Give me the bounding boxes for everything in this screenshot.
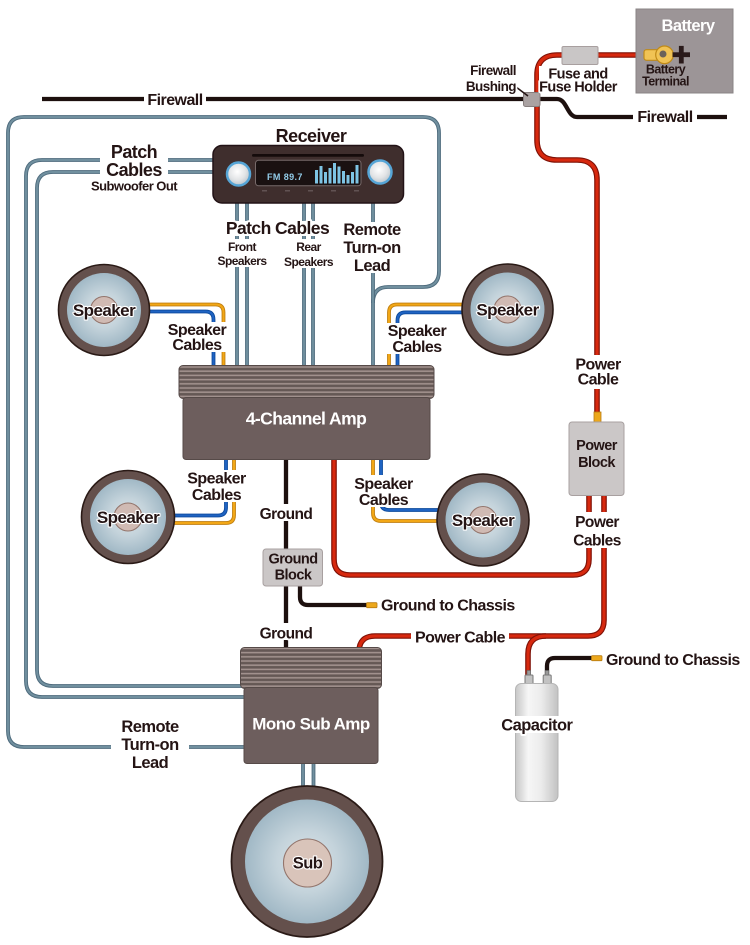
svg-text:Power: Power — [575, 514, 619, 531]
svg-text:Speaker: Speaker — [168, 322, 227, 339]
svg-text:Firewall: Firewall — [147, 92, 202, 109]
svg-text:Speaker: Speaker — [388, 323, 447, 340]
svg-text:Lead: Lead — [354, 257, 390, 275]
svg-text:Turn-on: Turn-on — [343, 239, 401, 257]
svg-text:Ground: Ground — [260, 506, 313, 523]
svg-text:Patch: Patch — [111, 142, 157, 162]
svg-text:Cables: Cables — [192, 487, 242, 504]
svg-text:Fuse Holder: Fuse Holder — [539, 80, 618, 96]
svg-text:Speaker: Speaker — [354, 476, 413, 493]
svg-text:Speakers: Speakers — [284, 255, 334, 269]
svg-text:Block: Block — [275, 568, 313, 584]
svg-text:Block: Block — [578, 455, 616, 471]
svg-text:Firewall: Firewall — [470, 63, 516, 78]
svg-text:Speaker: Speaker — [452, 511, 515, 530]
svg-text:Front: Front — [228, 240, 256, 254]
svg-text:Remote: Remote — [343, 221, 401, 239]
svg-text:Cables: Cables — [172, 337, 222, 354]
svg-text:Power: Power — [576, 438, 618, 454]
svg-text:Ground to Chassis: Ground to Chassis — [606, 652, 740, 669]
svg-text:Turn-on: Turn-on — [121, 736, 179, 754]
svg-text:Battery: Battery — [661, 17, 715, 35]
svg-text:Firewall: Firewall — [637, 109, 692, 126]
svg-text:Cables: Cables — [392, 339, 442, 356]
svg-text:Speaker: Speaker — [187, 471, 246, 488]
svg-text:Lead: Lead — [132, 754, 168, 772]
svg-text:Ground: Ground — [260, 626, 313, 643]
svg-text:Receiver: Receiver — [276, 126, 347, 146]
svg-text:Fuse and: Fuse and — [548, 67, 607, 83]
svg-text:Speaker: Speaker — [476, 301, 539, 320]
svg-text:Cables: Cables — [106, 160, 162, 180]
svg-text:4-Channel Amp: 4-Channel Amp — [246, 409, 367, 429]
svg-text:Remote: Remote — [121, 718, 179, 736]
svg-text:Battery: Battery — [646, 63, 686, 77]
svg-text:Rear: Rear — [296, 240, 321, 254]
svg-text:Ground to Chassis: Ground to Chassis — [381, 598, 515, 615]
svg-text:Cable: Cable — [578, 372, 619, 389]
svg-text:FM 89.7: FM 89.7 — [267, 172, 303, 182]
svg-text:Terminal: Terminal — [642, 75, 689, 89]
svg-text:Bushing: Bushing — [466, 79, 516, 94]
svg-text:Sub: Sub — [293, 855, 323, 873]
svg-text:Speaker: Speaker — [73, 301, 136, 320]
svg-text:Cables: Cables — [359, 492, 409, 509]
svg-text:Power Cable: Power Cable — [415, 630, 506, 647]
svg-text:Mono Sub Amp: Mono Sub Amp — [252, 715, 370, 734]
svg-text:Cables: Cables — [573, 533, 621, 550]
svg-text:Patch Cables: Patch Cables — [226, 218, 330, 238]
svg-text:Speakers: Speakers — [218, 254, 268, 268]
svg-text:Power: Power — [575, 357, 621, 374]
svg-text:Subwoofer Out: Subwoofer Out — [91, 179, 178, 194]
svg-text:Ground: Ground — [268, 552, 317, 568]
svg-text:Speaker: Speaker — [97, 508, 160, 527]
svg-text:Capacitor: Capacitor — [501, 717, 573, 735]
